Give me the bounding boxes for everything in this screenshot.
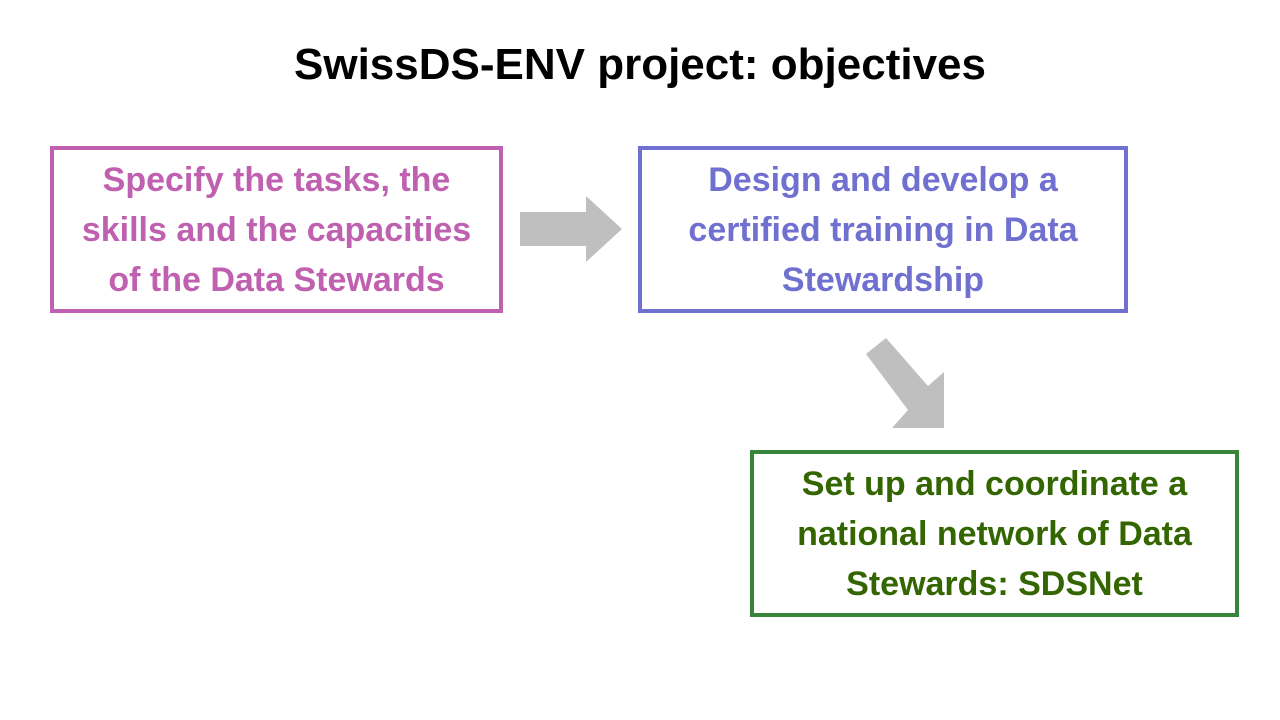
objective-text: Specify the tasks, the skills and the ca… bbox=[81, 160, 472, 299]
objective-box-skills: Specify the tasks, the skills and the ca… bbox=[50, 146, 503, 313]
objective-box-network: Set up and coordinate a national network… bbox=[750, 450, 1239, 617]
objective-text: Design and develop a certified training … bbox=[688, 160, 1078, 299]
right-arrow-icon bbox=[520, 196, 622, 262]
objective-box-training: Design and develop a certified training … bbox=[638, 146, 1128, 313]
diagonal-arrow-icon bbox=[866, 338, 944, 428]
slide-title: SwissDS-ENV project: objectives bbox=[294, 40, 986, 89]
objective-text: Set up and coordinate a national network… bbox=[797, 464, 1192, 603]
